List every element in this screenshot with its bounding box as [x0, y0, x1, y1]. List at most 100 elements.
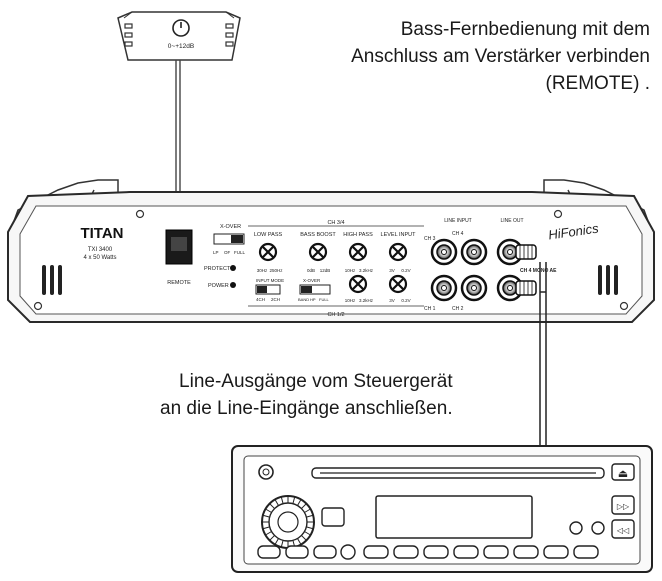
knob-label: HIGH PASS [343, 232, 373, 238]
input-mode-option: 2CH [271, 297, 280, 302]
amp-model: TXI 3400 [88, 247, 113, 253]
knob-rib [269, 535, 275, 541]
remote-gain-label: 0~+12dB [168, 43, 194, 50]
input-mode-label: INPUT MODE [256, 278, 284, 283]
line-caption: Line-Ausgänge vom Steuergerät an die Lin… [160, 368, 453, 422]
ch34-label: CH 3/4 [327, 220, 344, 226]
preset-button [483, 545, 509, 559]
prev-icon: ◁◁ [617, 526, 630, 535]
knob-rib [306, 514, 314, 518]
amp-knobs [258, 242, 408, 294]
knob-rib [265, 508, 272, 513]
preset-button [257, 545, 281, 559]
rca-jack [430, 274, 458, 302]
channel-label: CH 4 [452, 231, 464, 237]
preset-button [313, 545, 337, 559]
xover-switch [213, 233, 245, 245]
preset-button [285, 545, 309, 559]
power-label: POWER [208, 283, 229, 289]
eject-icon: ⏏ [618, 468, 628, 480]
knob-max: 3.2kHz [359, 268, 374, 273]
input-mode-switch [255, 284, 281, 295]
preset-button [543, 545, 569, 559]
channel-label: CH 2 [452, 306, 464, 312]
knob-max: 0.2V [401, 268, 410, 273]
tab-button [321, 507, 345, 527]
knob-rib [274, 538, 279, 545]
knob-max: 250Hz [269, 268, 283, 273]
knob-rib [297, 538, 302, 545]
knob-min: 30Hz [257, 268, 268, 273]
rca-plug [515, 244, 537, 260]
release-button [258, 464, 274, 480]
remote-caption: Bass-Fernbedienung mit dem Anschluss am … [351, 16, 650, 97]
knob-min: 0dB [307, 268, 315, 273]
amplifier: TITAN TXI 3400 4 x 50 Watts REMOTE PROTE… [7, 179, 655, 323]
caption-line: (REMOTE) . [545, 73, 651, 94]
mono-label: CH 4 MONO AE [520, 268, 557, 274]
display [375, 495, 533, 539]
input-mode-option: 4CH [256, 297, 265, 302]
preset-button [513, 545, 539, 559]
xover-label: X-OVER [220, 224, 241, 230]
remote-jack: REMOTE [165, 229, 193, 286]
rca-cables [539, 262, 547, 448]
knob-label: LEVEL INPUT [381, 232, 417, 238]
vent-right [598, 265, 618, 295]
xover-option: OF [224, 250, 231, 255]
preset-button [453, 545, 479, 559]
knob-rib [306, 526, 314, 530]
caption-line: Line-Ausgänge vom Steuergerät [179, 371, 453, 392]
knob-rib [301, 503, 307, 509]
next-icon: ▷▷ [617, 502, 630, 511]
hifonics-logo: HiFonics [547, 221, 600, 243]
power-led [230, 282, 236, 288]
prev-button [611, 519, 635, 539]
round-button [591, 521, 605, 535]
protect-label: PROTECT [204, 266, 231, 272]
knob-rib [280, 496, 284, 504]
line-input-label: LINE INPUT [444, 218, 472, 224]
amp-knob [348, 242, 368, 262]
caption-line: Anschluss am Verstärker verbinden [351, 46, 650, 67]
preset-button [363, 545, 389, 559]
preset-button [423, 545, 449, 559]
channel-label: CH 1 [424, 306, 436, 312]
knob-rib [304, 508, 311, 513]
knob-rib [269, 503, 275, 509]
eject-button [611, 463, 635, 481]
knob-max: 12dB [320, 268, 331, 273]
knob-rib [274, 499, 279, 506]
caption-line: an die Line-Eingänge anschließen. [160, 398, 453, 419]
rca-jack [460, 238, 488, 266]
preset-button [573, 545, 599, 559]
xover2-option: FULL [319, 297, 330, 302]
vent-left [42, 265, 62, 295]
knob-rib [304, 531, 311, 536]
head-unit: ⏏ ▷▷ ◁◁ [231, 445, 653, 573]
amp-power-rating: 4 x 50 Watts [83, 255, 116, 261]
knob-max: 0.2V [401, 298, 410, 303]
amp-knob [258, 242, 278, 262]
round-button [569, 521, 583, 535]
amp-knob [308, 242, 328, 262]
knob-max: 3.2kHz [359, 298, 374, 303]
remote-jack-label: REMOTE [167, 280, 191, 286]
amp-knob [388, 274, 408, 294]
knob-rib [301, 535, 307, 541]
rca-jack [460, 274, 488, 302]
knob-min: 10Hz [345, 268, 356, 273]
amp-brand: TITAN [80, 225, 123, 242]
xover-option: FULL [234, 250, 246, 255]
xover2-option: HP [310, 297, 316, 302]
rca-jacks [430, 238, 537, 302]
amp-knob [388, 242, 408, 262]
next-button [611, 495, 635, 515]
rca-jack [430, 238, 458, 266]
rca-plug [515, 280, 537, 296]
round-button [340, 544, 356, 560]
ch12-label: CH 1/2 [327, 312, 344, 318]
bass-remote-unit: 0~+12dB [117, 11, 241, 61]
knob-label: LOW PASS [254, 232, 283, 238]
